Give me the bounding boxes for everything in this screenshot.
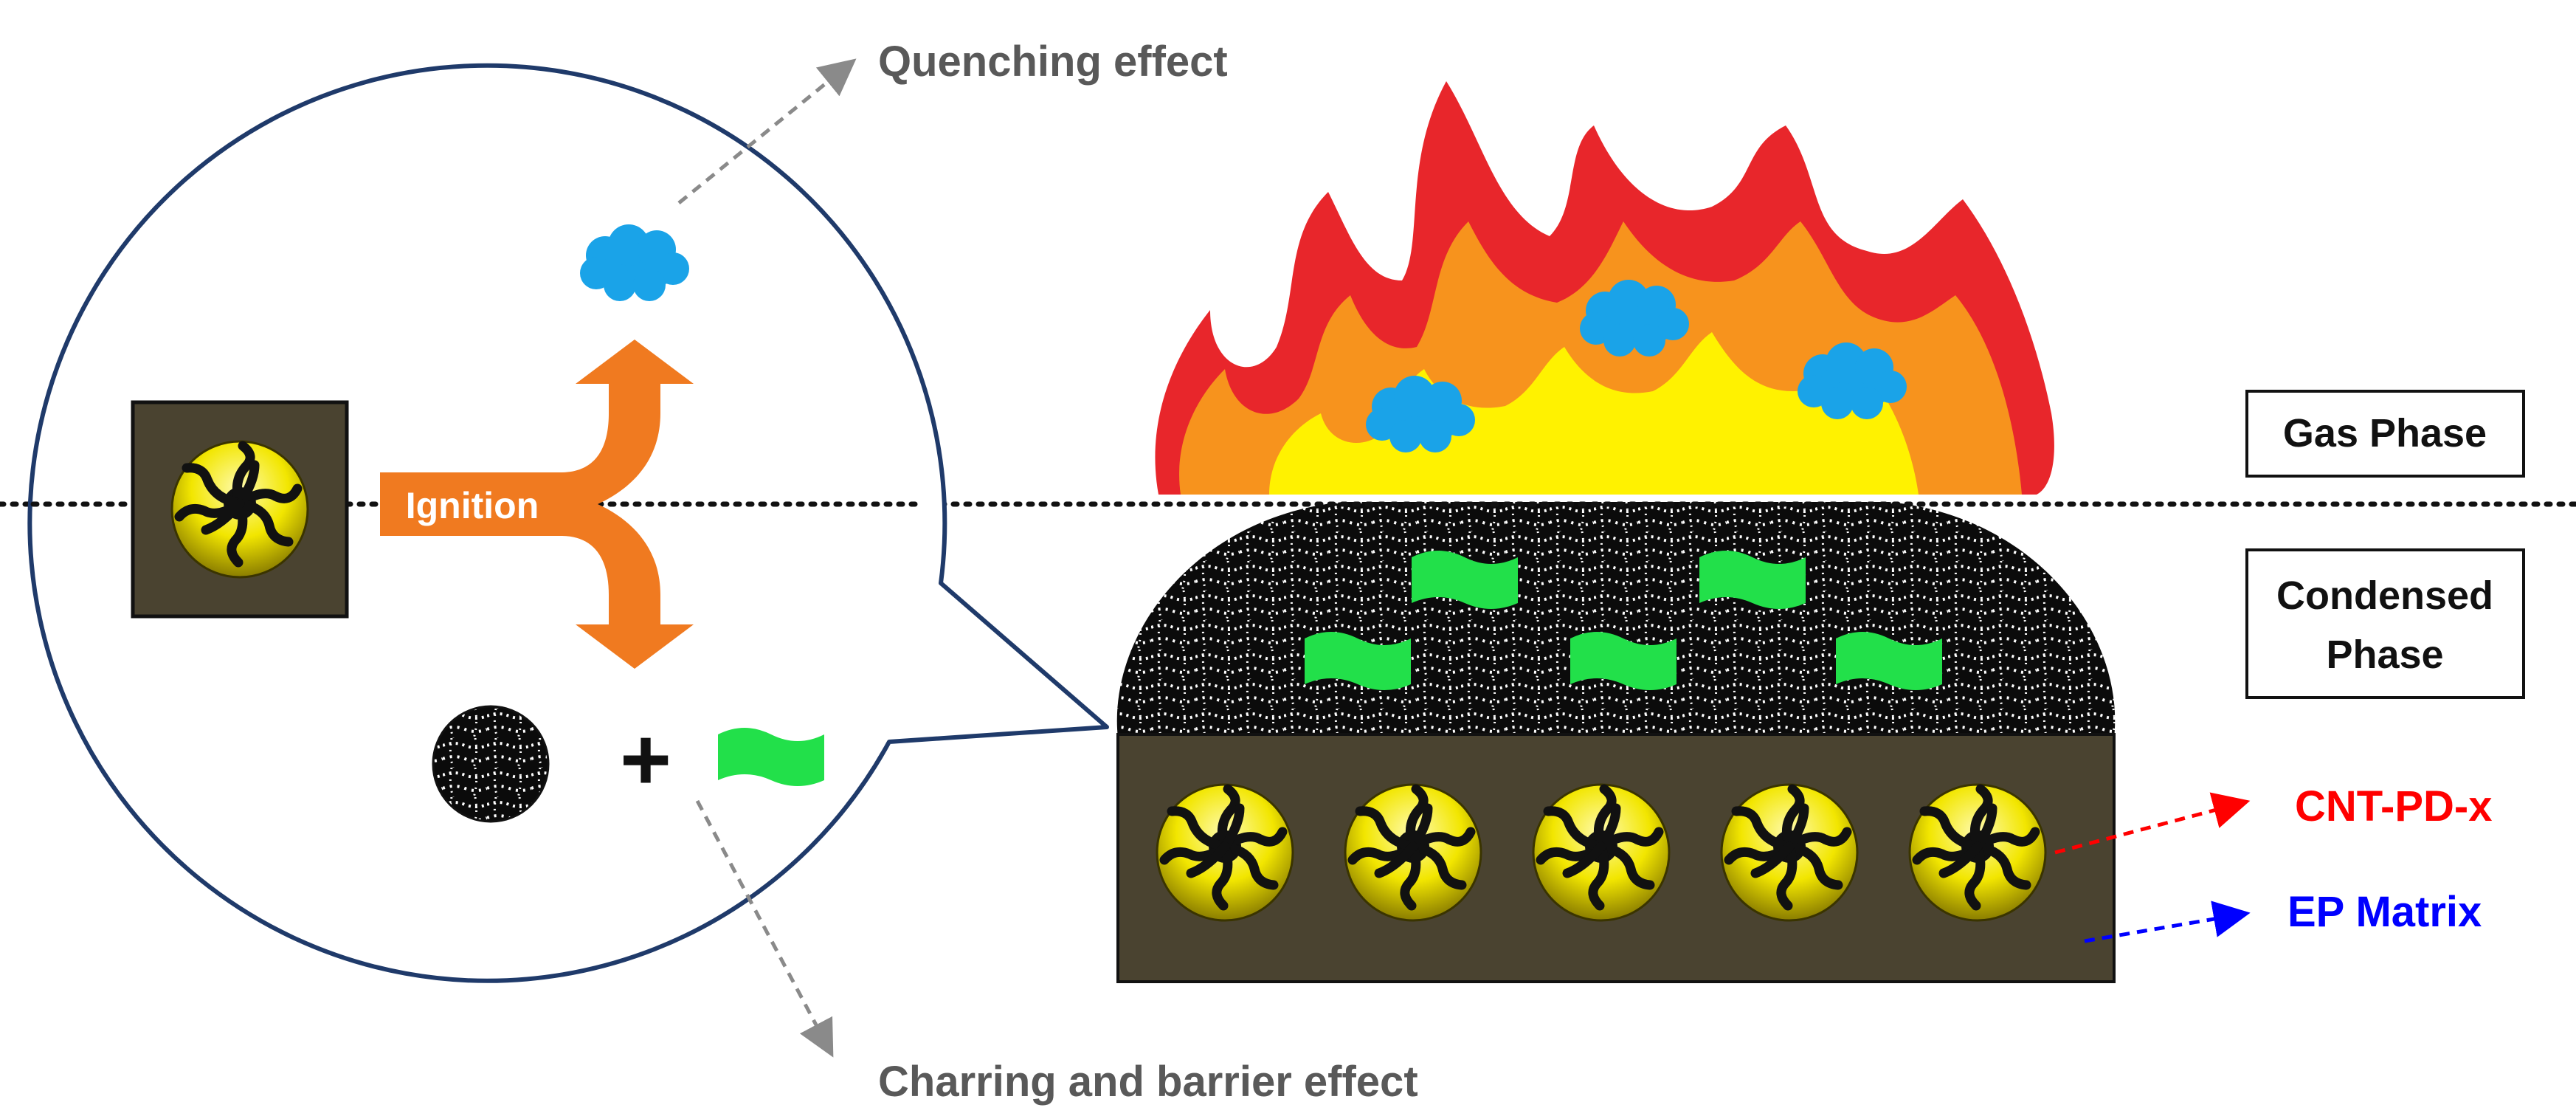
ep-matrix-label: EP Matrix [2287,888,2482,936]
charring-barrier-label: Charring and barrier effect [878,1058,1418,1106]
ignition-arrow [380,340,694,669]
quenching-arrow [677,58,857,204]
condensed-phase-label-line1: Condensed [2276,574,2493,618]
cnt-pd-arrow [2054,792,2251,855]
ep-matrix-arrow [2084,901,2251,943]
gas-phase-label: Gas Phase [2283,411,2487,455]
quenching-effect-label: Quenching effect [878,38,1228,86]
condensed-phase-box [2245,548,2525,699]
ignition-label: Ignition [406,485,539,526]
cnt-pd-label: CNT-PD-x [2295,782,2492,830]
nanoparticle-icon [1345,785,1481,920]
nanoparticle-icon [1722,785,1857,920]
nanoparticle-icon [1157,785,1293,920]
flame-icon [1155,81,2054,495]
nanoparticle-icon [1533,785,1669,920]
gas-phase-box [2245,390,2525,478]
char-layer [1116,502,2116,738]
plus-sign: + [620,710,671,809]
condensed-phase-label-line2: Phase [2326,633,2443,677]
nanoparticle-icon [172,441,308,577]
nanoparticle-icon [1910,785,2045,920]
char-sphere-icon [432,705,550,823]
